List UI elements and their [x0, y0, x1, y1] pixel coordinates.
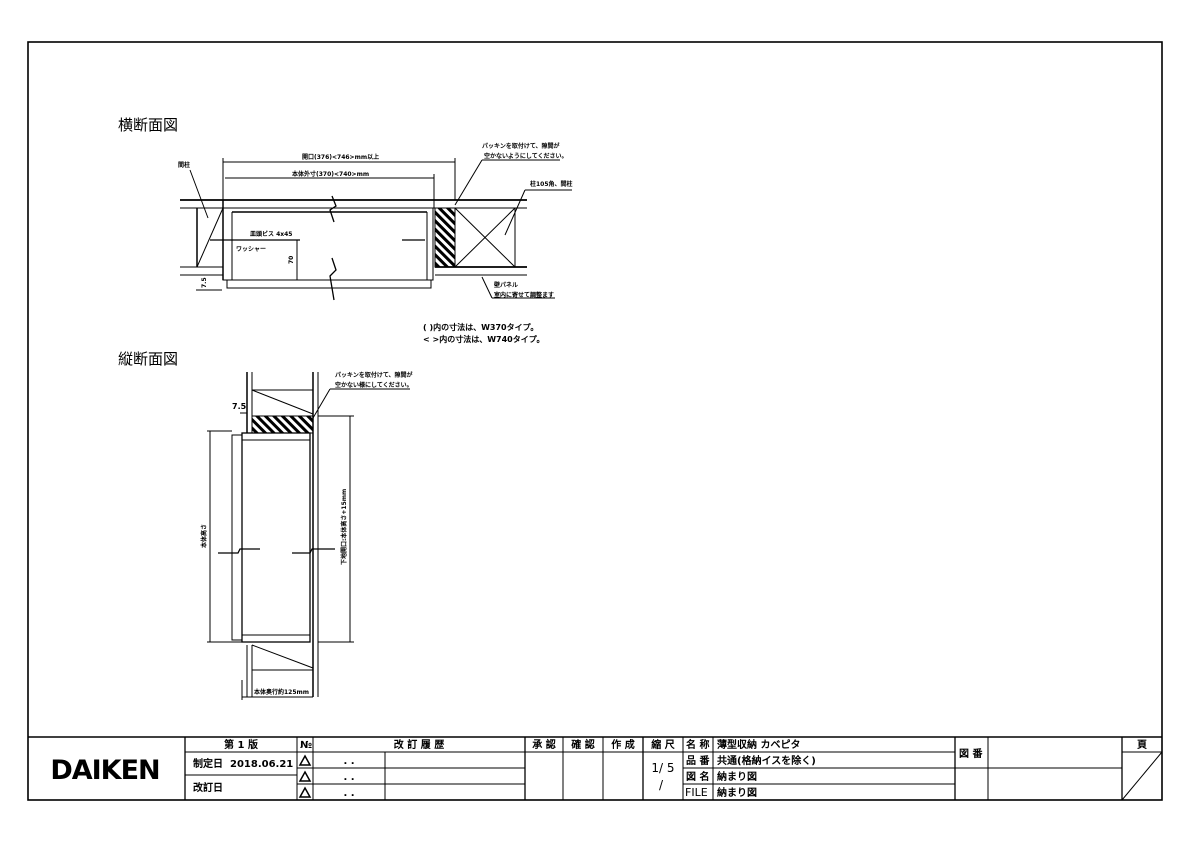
horizontal-section: 横断面図	[118, 116, 573, 344]
revision-header: 改 訂 履 歴	[394, 738, 444, 751]
file-label: FILE	[685, 786, 708, 799]
scale-value: 1/ 5	[651, 761, 674, 775]
opening-height-dimension: 下地開口:本体高さ+15mm	[340, 489, 348, 565]
triangle-icon	[298, 786, 312, 798]
drawing-no-label: 図 番	[959, 747, 983, 760]
edition-label: 第 1 版	[224, 738, 258, 751]
check-header: 確 認	[571, 738, 594, 751]
opening-dimension: 開口(376)<746>mm以上	[302, 153, 379, 161]
daiken-logo: DAIKEN	[50, 755, 159, 786]
stud-label: 間柱	[178, 161, 190, 169]
packing-hatch	[251, 415, 314, 434]
title-block: DAIKEN 第 1 版 制定日 2018.06.21 改訂日 № 改	[28, 736, 1163, 801]
panel-note-2: 室内に寄せて調整ます	[494, 291, 554, 299]
file-value: 納まり図	[717, 786, 757, 799]
part-label: 品 番	[686, 754, 710, 767]
vertical-packing-note-1: パッキンを取付けて、隙間が	[335, 371, 413, 379]
sheet-border	[27, 41, 1163, 801]
name-value: 薄型収納 カベピタ	[717, 738, 800, 751]
established-label: 制定日	[193, 757, 223, 770]
revision-triangle-icons	[298, 754, 312, 798]
depth-dimension: 70	[288, 256, 295, 264]
established-date: 2018.06.21	[230, 759, 293, 770]
name-label: 名 称	[686, 738, 709, 751]
part-value: 共通(格納イスを除く)	[717, 754, 816, 767]
vertical-packing-note-2: 空かない様にしてください。	[335, 381, 413, 389]
body-dimension: 本体外寸(370)<740>mm	[292, 170, 369, 178]
vertical-section: 縦断面図 7.5 パッキンを取付けて、隙間が 空かない様にしてくだ	[118, 350, 413, 700]
revision-row-3: . .	[343, 788, 354, 799]
note-w740: < >内の寸法は、W740タイプ。	[423, 334, 544, 344]
offset-dimension: 7.5	[201, 277, 208, 288]
washer-label: ワッシャー	[236, 246, 266, 253]
drawing-name-value: 納まり図	[717, 770, 757, 783]
packing-hatch	[434, 207, 456, 268]
packing-note-1: パッキンを取付けて、隙間が	[482, 142, 560, 150]
triangle-icon	[298, 770, 312, 782]
horizontal-section-title: 横断面図	[118, 116, 178, 134]
revised-label: 改訂日	[193, 781, 223, 794]
panel-note-1: 壁パネル	[494, 281, 518, 289]
no-header: №	[300, 740, 312, 751]
body-height-dimension: 本体高さ	[200, 524, 208, 548]
scale-label: 縮 尺	[651, 738, 674, 751]
packing-note-2: 空かないようにしてください。	[484, 152, 568, 160]
revision-row-2: . .	[343, 772, 354, 783]
scale-value-2: /	[659, 778, 664, 792]
triangle-icon	[298, 754, 312, 766]
vertical-offset-dimension: 7.5	[232, 402, 247, 411]
create-header: 作 成	[611, 738, 634, 751]
post-label: 柱105角、間柱	[530, 180, 573, 188]
screw-label: 皿頭ビス 4x45	[250, 230, 292, 238]
revision-row-1: . .	[343, 756, 354, 767]
drawing-name-label: 図 名	[686, 770, 709, 783]
page-label: 頁	[1137, 739, 1147, 751]
note-w370: ( )内の寸法は、W370タイプ。	[423, 322, 538, 332]
body-depth-dimension: 本体奥行約125mm	[254, 688, 309, 696]
vertical-section-title: 縦断面図	[118, 350, 178, 368]
approve-header: 承 認	[532, 738, 555, 751]
